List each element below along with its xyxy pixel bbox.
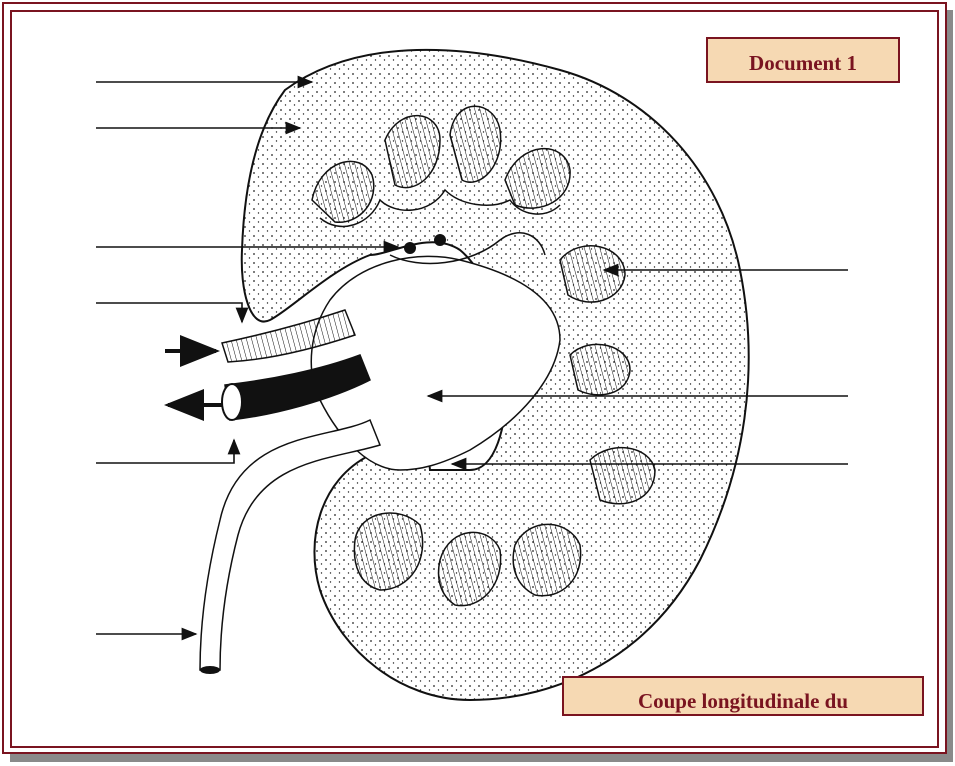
vessel-section (434, 234, 446, 246)
flow-arrows (165, 351, 222, 405)
vessel-section (404, 242, 416, 254)
diagram-caption: Coupe longitudinale du (562, 676, 924, 716)
document-label: Document 1 (706, 37, 900, 83)
